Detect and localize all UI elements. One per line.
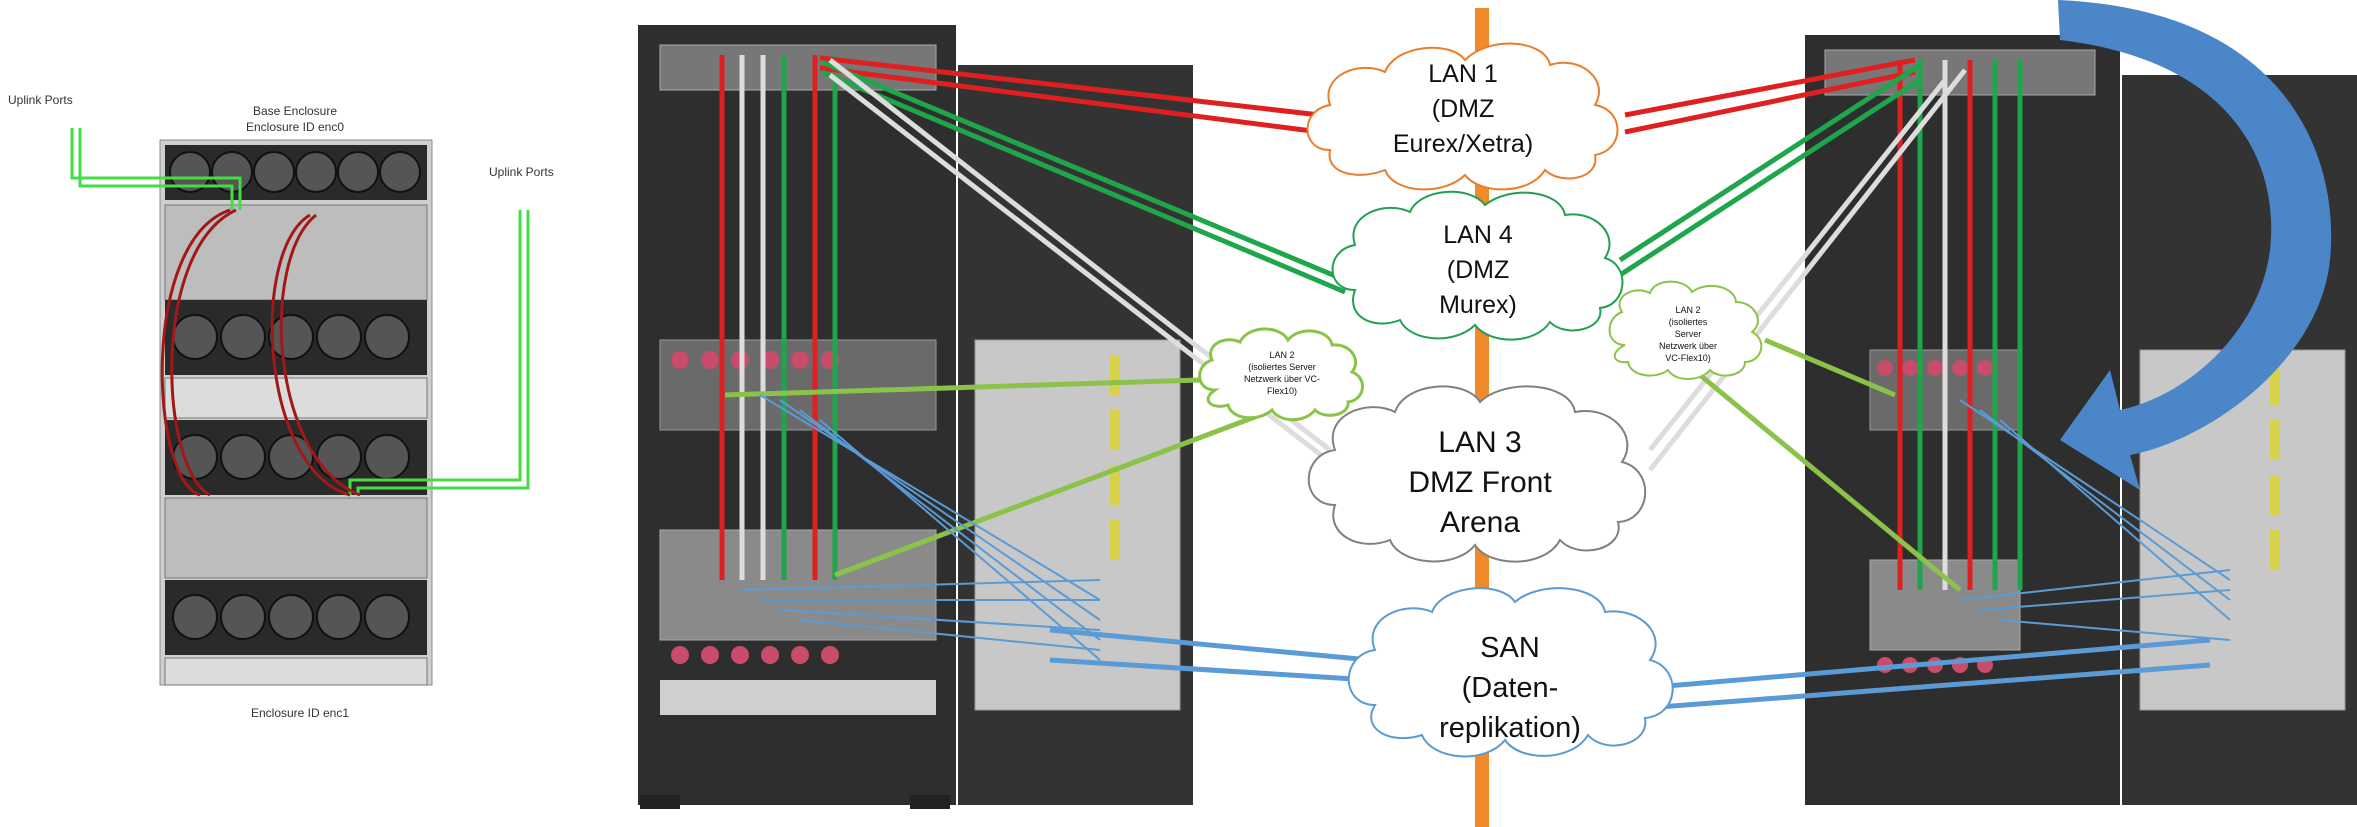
cloud-lan1: LAN 1 (DMZ Eurex/Xetra) (1306, 42, 1619, 191)
base-enclosure-label: Base Enclosure (253, 104, 337, 118)
left-rack-psu (660, 680, 936, 715)
lan2-right-line3: Server (1675, 329, 1702, 339)
lan3-line3: Arena (1440, 506, 1520, 539)
left-storage-array (974, 339, 1181, 711)
cloud-lan3: LAN 3 DMZ Front Arena (1307, 385, 1647, 563)
enclosure-fans-2 (172, 314, 410, 360)
failover-arrow (2058, 0, 2332, 490)
lan4-line3: Murex) (1439, 291, 1517, 319)
lan1-line2: (DMZ (1432, 95, 1494, 123)
lan2-right-line5: VC-Flex10) (1665, 353, 1711, 363)
lan2-right-line4: Netzwerk über (1659, 341, 1717, 351)
uplink-ports-left-label: Uplink Ports (8, 93, 73, 107)
lan1-line1: LAN 1 (1428, 60, 1497, 88)
enclosure-id-enc0-label: Enclosure ID enc0 (246, 120, 344, 134)
enclosure-interconnect-bay-bottom (164, 497, 428, 579)
lan2-left-line1: LAN 2 (1269, 350, 1294, 360)
lan2-left-line3: Netzwerk über VC- (1244, 374, 1320, 384)
cloud-lan2-left: LAN 2 (isoliertes Server Netzwerk über V… (1198, 327, 1364, 422)
enclosure-fans-4 (172, 594, 410, 640)
lan2-right-line1: LAN 2 (1675, 305, 1700, 315)
lan2-left-line4: Flex10) (1267, 386, 1297, 396)
lan3-line1: LAN 3 (1438, 426, 1521, 459)
lan3-line2: DMZ Front (1408, 466, 1552, 499)
left-rack-pair (638, 25, 1193, 809)
right-san-trunk (1619, 637, 2211, 713)
san-line1: SAN (1480, 632, 1540, 664)
uplink-cables (70, 128, 530, 495)
enclosure-fans-3 (172, 434, 410, 480)
stacking-cables (160, 208, 361, 497)
enclosure-psu-row-2 (164, 657, 428, 686)
cloud-lan4: LAN 4 (DMZ Murex) (1331, 190, 1624, 341)
lan2-right-line2: (isoliertes (1669, 317, 1708, 327)
uplink-ports-right-label: Uplink Ports (489, 165, 554, 179)
cloud-lan2-right: LAN 2 (isoliertes Server Netzwerk über V… (1608, 280, 1763, 380)
enclosure-fans-top (169, 151, 421, 193)
lan1-line3: Eurex/Xetra) (1393, 130, 1533, 158)
enclosure-schematic: Uplink Ports Uplink Ports Base Enclosure… (8, 93, 554, 720)
left-san-cables (739, 394, 1101, 661)
lan2-left-line2: (isoliertes Server (1248, 362, 1316, 372)
lan4-line1: LAN 4 (1443, 221, 1513, 249)
right-cables (1618, 57, 2023, 592)
right-san-cables (1959, 399, 2231, 641)
cloud-san: SAN (Daten- replikation) (1347, 587, 1674, 758)
enclosure-psu-row-1 (164, 377, 428, 419)
enclosure-interconnect-bay-top (164, 204, 428, 301)
enclosure-id-enc1-label: Enclosure ID enc1 (251, 706, 349, 720)
san-line2: (Daten- (1462, 672, 1559, 704)
lan4-line2: (DMZ (1447, 256, 1509, 284)
left-san-trunk (1049, 627, 1371, 683)
san-line3: replikation) (1439, 712, 1581, 744)
